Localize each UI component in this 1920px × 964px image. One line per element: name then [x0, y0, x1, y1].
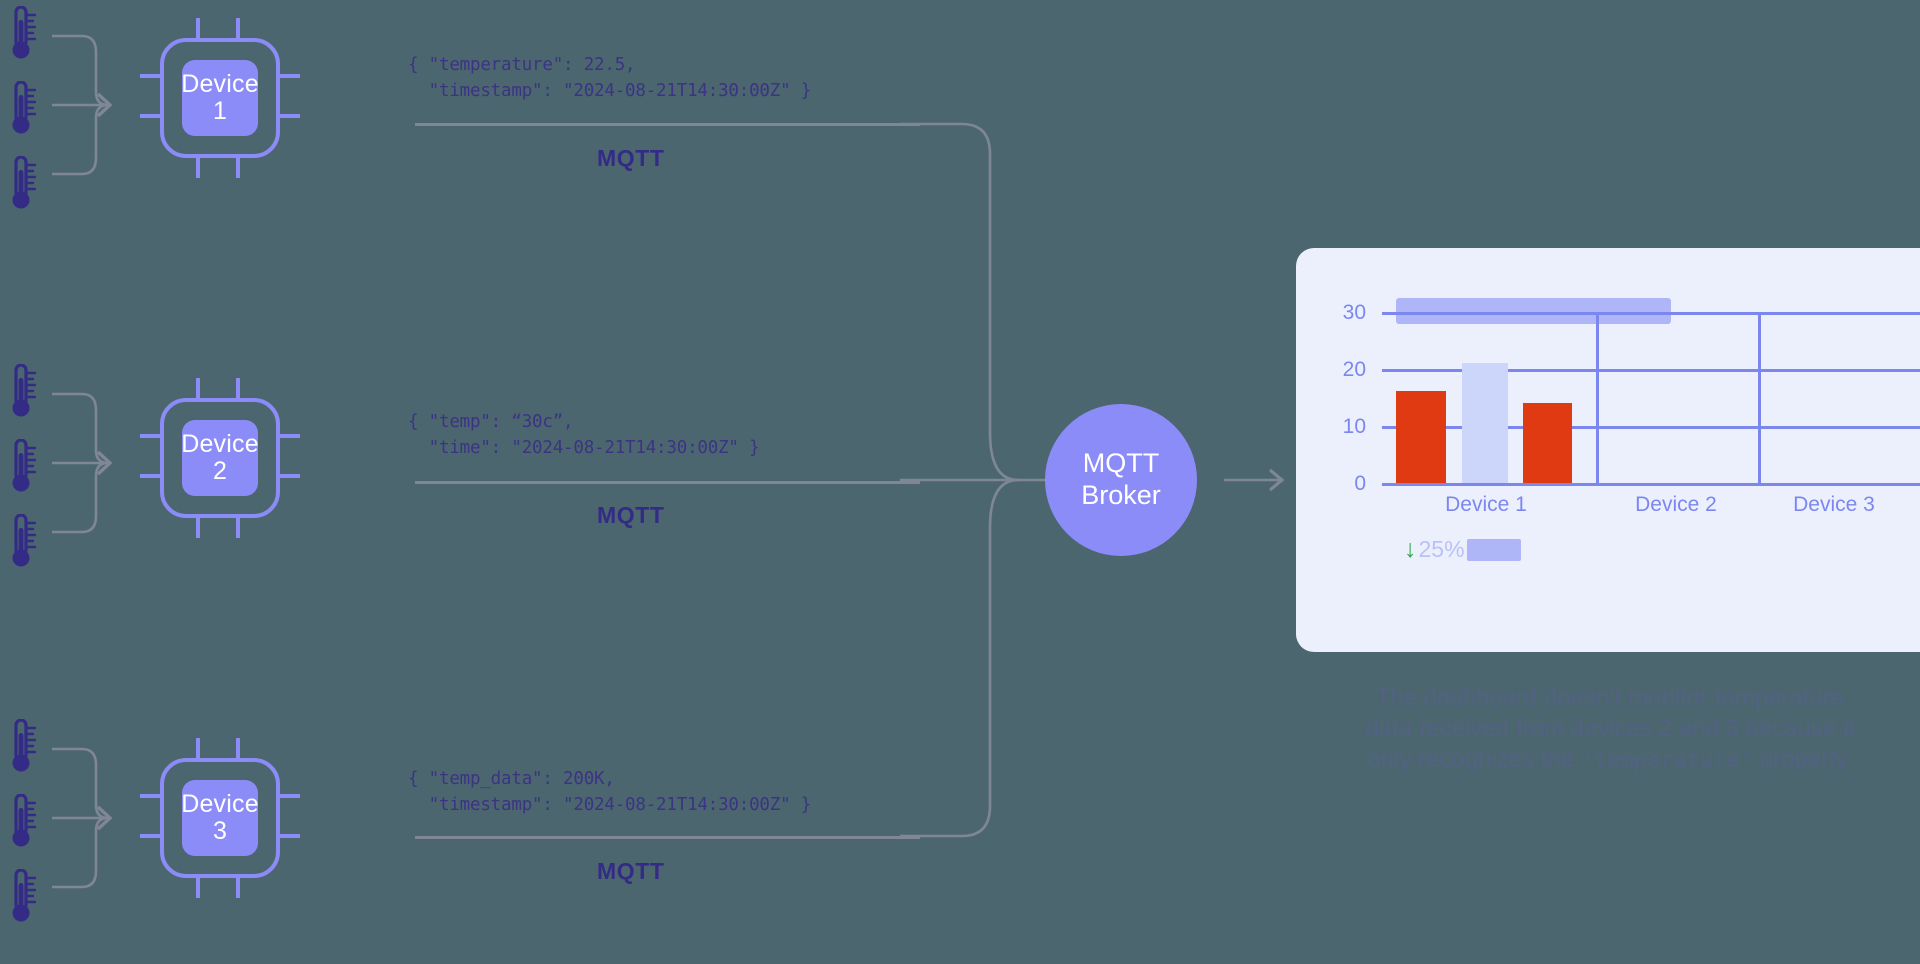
- chip-pin-bottom-left: [196, 516, 200, 538]
- sensor-merge-arrow-2: [50, 378, 130, 548]
- device-chip-1[interactable]: Device 1: [140, 18, 300, 178]
- thermometer-icon: [6, 719, 36, 777]
- chip-pin-right-bottom: [278, 834, 300, 838]
- device-chip-3[interactable]: Device 3: [140, 738, 300, 898]
- gridline-10: [1382, 426, 1920, 429]
- dashboard-card[interactable]: 30 20 10 0 Device 1 Device 2 Device 3 ↓ …: [1296, 248, 1920, 652]
- broker-label-line1: MQTT: [1082, 448, 1160, 479]
- chip-pin-left-top: [140, 434, 162, 438]
- chip-core-label: Device 3: [181, 780, 259, 856]
- y-tick-20: 20: [1342, 358, 1366, 381]
- chip-pin-top-right: [236, 378, 240, 400]
- thermometer-icon: [6, 156, 36, 214]
- chip-label-number: 3: [212, 817, 228, 845]
- category-divider-1: [1596, 312, 1599, 484]
- chip-pin-bottom-right: [236, 156, 240, 178]
- chip-pin-top-left: [196, 738, 200, 760]
- chip-pin-left-top: [140, 74, 162, 78]
- caption-line-3: only recognizes the 'temperature' proper…: [1290, 744, 1920, 776]
- category-divider-2: [1758, 312, 1761, 484]
- thermometer-icon: [6, 81, 36, 139]
- protocol-label-2: MQTT: [597, 502, 665, 528]
- chip-outline: [160, 38, 280, 158]
- bar-series-2: [1462, 363, 1508, 483]
- thermometer-icon: [6, 6, 36, 64]
- mqtt-pipe-2: [415, 481, 920, 484]
- chip-pin-right-bottom: [278, 114, 300, 118]
- chip-label-word: Device: [181, 430, 259, 458]
- payload-json-2: { "temp": “30c”, "time": "2024-08-21T14:…: [408, 412, 760, 458]
- mqtt-pipe-1: [415, 123, 920, 126]
- thermometer-icon: [6, 439, 36, 497]
- category-label-device-3: Device 3: [1793, 493, 1875, 516]
- thermometer-icon: [6, 364, 36, 422]
- thermometer-icon: [6, 794, 36, 852]
- gridline-30: [1382, 312, 1920, 315]
- chip-core-label: Device 1: [181, 60, 259, 136]
- chip-label-number: 2: [212, 457, 228, 485]
- delta-bar-placeholder: [1466, 538, 1521, 561]
- sensor-merge-arrow-1: [50, 20, 130, 190]
- chip-pin-right-bottom: [278, 474, 300, 478]
- gridline-20: [1382, 369, 1920, 372]
- caption-line-1: The dashboard doesn’t monitor temperatur…: [1375, 684, 1845, 711]
- chip-label-number: 1: [212, 97, 228, 125]
- y-tick-10: 10: [1342, 415, 1366, 438]
- dashboard-caption: The dashboard doesn’t monitor temperatur…: [1290, 682, 1920, 776]
- category-label-device-1: Device 1: [1445, 493, 1527, 516]
- chip-pin-left-bottom: [140, 114, 162, 118]
- mqtt-pipe-3: [415, 836, 920, 839]
- chip-pin-left-top: [140, 794, 162, 798]
- caption-line-3-pre: only recognizes the: [1367, 746, 1581, 773]
- chip-pin-right-top: [278, 434, 300, 438]
- protocol-label-3: MQTT: [597, 858, 665, 884]
- chip-pin-bottom-left: [196, 156, 200, 178]
- chip-label-word: Device: [181, 790, 259, 818]
- chip-pin-top-right: [236, 18, 240, 40]
- y-tick-0: 0: [1354, 472, 1366, 495]
- chip-core-label: Device 2: [181, 420, 259, 496]
- chip-pin-right-top: [278, 74, 300, 78]
- sensor-merge-arrow-3: [50, 733, 130, 903]
- chip-label-word: Device: [181, 70, 259, 98]
- caption-code-temperature: 'temperature': [1580, 748, 1754, 773]
- device-chip-2[interactable]: Device 2: [140, 378, 300, 538]
- arrow-down-icon: ↓: [1404, 535, 1417, 563]
- chip-outline: [160, 398, 280, 518]
- chip-pin-left-bottom: [140, 474, 162, 478]
- protocol-label-1: MQTT: [597, 145, 665, 171]
- chip-pin-bottom-left: [196, 876, 200, 898]
- thermometer-icon: [6, 869, 36, 927]
- bar-series-1: [1396, 391, 1446, 483]
- chip-pin-top-left: [196, 378, 200, 400]
- dashboard-title-placeholder: [1396, 298, 1671, 324]
- chip-outline: [160, 758, 280, 878]
- chip-pin-right-top: [278, 794, 300, 798]
- caption-line-2: data received from devices 2 and 3 becau…: [1365, 715, 1855, 742]
- chip-pin-top-right: [236, 738, 240, 760]
- caption-line-3-post: property.: [1753, 746, 1853, 773]
- y-tick-30: 30: [1342, 301, 1366, 324]
- chip-pin-top-left: [196, 18, 200, 40]
- broker-to-dashboard-arrow: [1224, 466, 1294, 494]
- delta-indicator: ↓ 25%: [1404, 536, 1521, 563]
- bar-series-3: [1523, 403, 1572, 483]
- thermometer-icon: [6, 514, 36, 572]
- chip-pin-bottom-right: [236, 516, 240, 538]
- payload-json-3: { "temp_data": 200K, "timestamp": "2024-…: [408, 769, 812, 815]
- delta-percent: 25%: [1418, 536, 1465, 562]
- payload-json-1: { "temperature": 22.5, "timestamp": "202…: [408, 55, 812, 101]
- chip-pin-left-bottom: [140, 834, 162, 838]
- broker-label-line2: Broker: [1081, 480, 1161, 510]
- category-label-device-2: Device 2: [1635, 493, 1717, 516]
- mqtt-broker-node[interactable]: MQTT Broker: [1045, 404, 1197, 556]
- chip-pin-bottom-right: [236, 876, 240, 898]
- chart-baseline: [1382, 483, 1920, 486]
